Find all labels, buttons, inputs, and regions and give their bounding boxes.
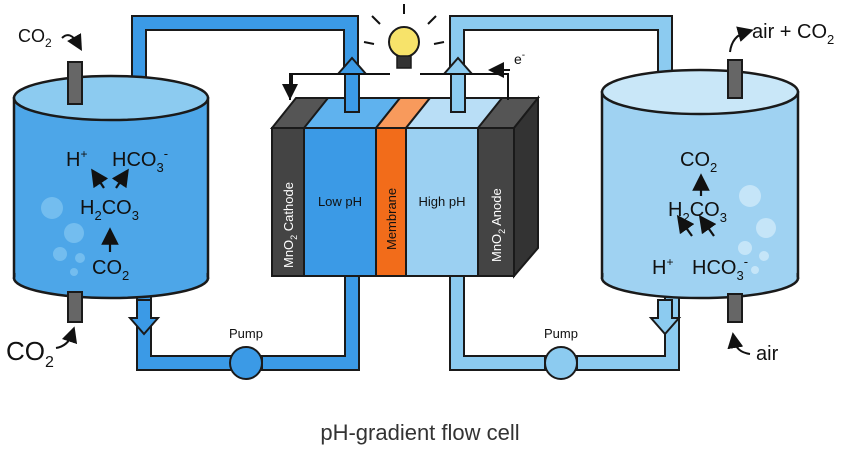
left-inlet-post (67, 291, 83, 323)
left-pump-label: Pump (229, 326, 263, 341)
left-species-h2co3: H2CO3 (80, 197, 139, 223)
flow-cell-stack (269, 95, 541, 279)
right-species-h2co3: H2CO3 (668, 199, 727, 225)
electron-label: e- (514, 50, 525, 67)
left-tank (12, 61, 210, 300)
electron-arrow-icon (282, 62, 510, 100)
right-inlet-label: air (756, 343, 779, 365)
gas-flow-arrows (55, 26, 754, 355)
right-pump-label: Pump (544, 326, 578, 341)
cathode-label: MnO2 Cathode (281, 182, 299, 268)
left-pump-icon (229, 346, 263, 380)
anode-label: MnO2 Anode (489, 188, 507, 262)
light-bulb-icon (363, 4, 445, 69)
membrane-label: Membrane (384, 188, 399, 250)
circuit-wire (289, 73, 509, 100)
right-pump-icon (544, 346, 578, 380)
right-species-h: H+ (652, 255, 673, 279)
left-species-hco3: HCO3- (112, 146, 168, 175)
left-vent-label: CO2 (18, 26, 52, 50)
right-vent-label: air + CO2 (752, 21, 834, 47)
right-species-hco3: HCO3- (692, 254, 748, 283)
right-species-co2: CO2 (680, 149, 717, 175)
left-inlet-label: CO2 (6, 336, 54, 371)
right-inlet-post (727, 293, 743, 323)
reaction-arrows (91, 168, 717, 252)
high-ph-label: High pH (419, 194, 466, 209)
left-species-co2: CO2 (92, 257, 129, 283)
left-species-h: H+ (66, 147, 87, 171)
diagram-caption: pH-gradient flow cell (320, 420, 519, 445)
low-ph-label: Low pH (318, 194, 362, 209)
